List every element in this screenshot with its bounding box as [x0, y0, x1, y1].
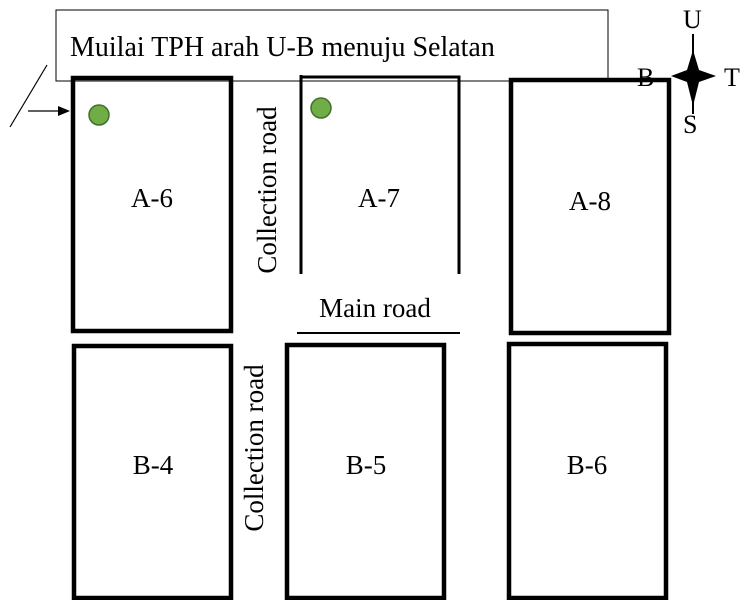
block-b5-outline: [284, 342, 447, 600]
compass-south: S: [683, 110, 697, 139]
block-a8: A-8: [508, 77, 672, 336]
block-a6-label: A-6: [131, 183, 173, 213]
block-a6-outline: [70, 75, 234, 334]
compass: U S B T: [637, 5, 740, 139]
main-road-label: Main road: [319, 293, 431, 323]
block-a7-label: A-7: [358, 183, 400, 213]
block-b6-label: B-6: [567, 450, 608, 480]
block-a7-outline: [299, 75, 461, 274]
block-a8-outline: [508, 77, 672, 336]
block-a7-tph-marker: [310, 97, 332, 119]
block-a7: A-7: [299, 75, 461, 274]
collection-road-upper-label: Collection road: [252, 106, 282, 274]
compass-north: U: [683, 5, 702, 34]
block-b4: B-4: [71, 343, 234, 600]
block-b4-label: B-4: [133, 450, 174, 480]
route-note-text: Muilai TPH arah U-B menuju Selatan: [70, 32, 495, 63]
block-a8-label: A-8: [569, 186, 611, 216]
block-b6-outline: [506, 341, 669, 600]
block-b5: B-5: [284, 342, 447, 600]
entry-arrow-head: [58, 106, 70, 116]
block-a6: A-6: [70, 75, 234, 334]
block-b4-outline: [71, 343, 234, 600]
entry-arrow: [9, 64, 70, 128]
main-road: Main road: [297, 293, 460, 334]
block-a6-tph-marker: [88, 104, 110, 126]
route-note: Muilai TPH arah U-B menuju Selatan .: [55, 9, 609, 82]
route-note-stray-mark: .: [124, 62, 129, 82]
block-b6: B-6: [506, 341, 669, 600]
compass-west: B: [637, 63, 654, 92]
route-note-box: [55, 9, 609, 82]
collection-road-lower-label: Collection road: [239, 364, 269, 532]
compass-east: T: [724, 63, 740, 92]
entry-arrow-slash: [9, 64, 48, 128]
block-b5-label: B-5: [346, 450, 387, 480]
